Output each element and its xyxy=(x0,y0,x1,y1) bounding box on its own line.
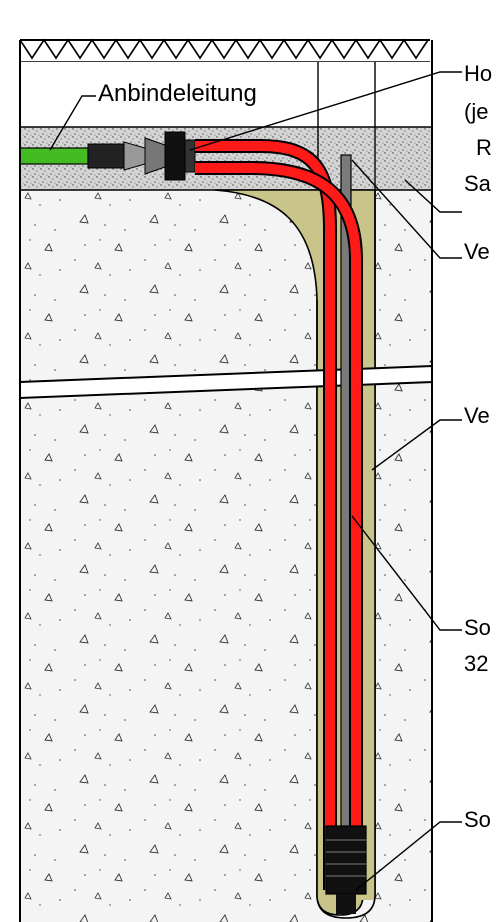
probe-foot xyxy=(325,825,367,914)
label-callout-4: Ve xyxy=(464,403,490,428)
label-callout-1b: (je xyxy=(464,99,489,124)
topsoil-layer xyxy=(20,62,432,127)
label-callout-2: Sa xyxy=(464,171,491,196)
pipe-coupling xyxy=(87,131,196,181)
connection-line xyxy=(19,147,89,165)
ground-surface xyxy=(19,38,430,63)
label-callout-3: Ve xyxy=(464,239,490,264)
label-callout-5b: 32 xyxy=(464,651,489,676)
label-callout-5a: So xyxy=(464,615,491,640)
label-connection-line: Anbindeleitung xyxy=(98,80,257,107)
leader-lines xyxy=(49,71,462,891)
label-callout-1c: R xyxy=(476,135,492,160)
label-callout-1a: Ho xyxy=(464,61,493,86)
probe-pipes xyxy=(195,139,363,890)
label-callout-6: So xyxy=(464,807,491,832)
